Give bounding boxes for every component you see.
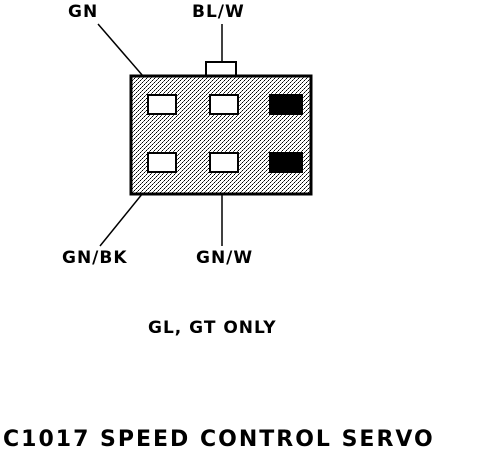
cavity-gn-bk [147,152,177,173]
wire-label-gn: GN [68,2,98,22]
cavity-plugged-bottom [269,152,303,173]
cavity-bl-w [209,94,239,115]
diagram-caption: C1017 SPEED CONTROL SERVO [3,427,435,452]
cavity-gn [147,94,177,115]
applicability-note: GL, GT ONLY [148,318,277,338]
wire-label-gn-bk: GN/BK [62,248,128,268]
wire-label-gn-w: GN/W [196,248,253,268]
wire-label-bl-w: BL/W [192,2,245,22]
cavity-plugged-top [269,94,303,115]
cavity-gn-w [209,152,239,173]
connector-body [129,74,313,196]
